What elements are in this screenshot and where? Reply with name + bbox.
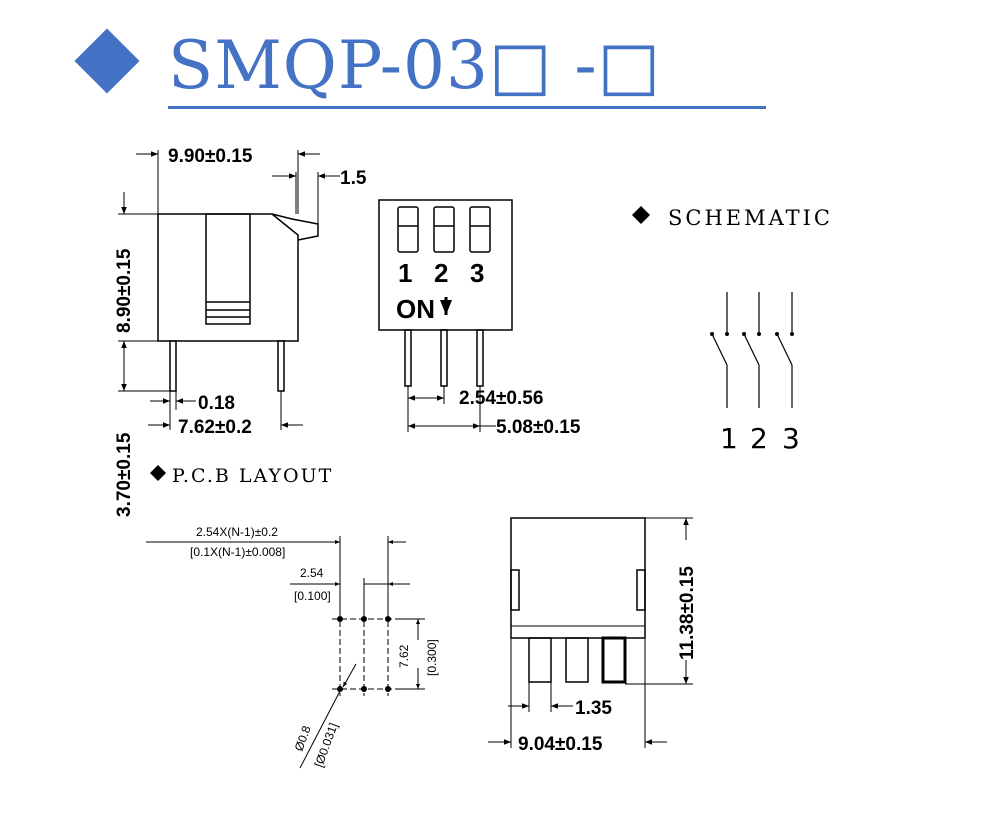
side-view (118, 150, 340, 430)
side-width-dim: 9.90±0.15 (168, 146, 253, 167)
side-pin-length-dim: 3.70±0.15 (114, 432, 135, 517)
front-switch-number-2: 2 (434, 258, 448, 288)
pcb-layout-label: P.C.B LAYOUT (172, 465, 333, 487)
top-height-dim: 11.38±0.15 (677, 566, 698, 660)
top-latch-left (510, 569, 520, 611)
top-slider-2 (565, 637, 589, 683)
front-pitch-dim: 2.54±0.56 (459, 388, 543, 409)
top-slider-3 (601, 636, 627, 684)
front-view (378, 199, 513, 432)
side-pin-width-dim: 0.18 (198, 393, 235, 414)
pcb-hole-dia-inch: [Ø0.031] (312, 721, 341, 769)
schematic-pin-1: 1 (720, 422, 738, 455)
schematic-diamond-icon (632, 206, 650, 224)
front-span-dim: 5.08±0.15 (496, 417, 581, 438)
front-pin-1 (404, 329, 412, 387)
schematic-pin-2: 2 (750, 422, 768, 455)
side-pin-spacing-dim: 7.62±0.2 (178, 417, 252, 438)
pcb-row-spacing: 7.62 (397, 644, 411, 668)
schematic-label: SCHEMATIC (668, 206, 833, 230)
top-width-dim: 9.04±0.15 (518, 734, 603, 755)
front-switch-number-3: 3 (470, 258, 484, 288)
top-view (488, 517, 693, 748)
pcb-pitch-formula: 2.54X(N-1)±0.2 (196, 525, 278, 539)
pcb-pitch-formula-inch: [0.1X(N-1)±0.008] (190, 545, 285, 559)
side-body-outline (157, 213, 299, 342)
side-actuator (271, 213, 319, 241)
title-underline (168, 106, 766, 109)
pcb-pitch: 2.54 (300, 566, 324, 580)
front-switch-2 (433, 206, 455, 253)
top-latch-right (636, 569, 646, 611)
front-switch-number-1: 1 (398, 258, 412, 288)
top-slider-1 (528, 637, 552, 683)
side-pin-left (169, 340, 177, 392)
side-window (205, 213, 251, 325)
front-switch-1 (397, 206, 419, 253)
side-pin-right (277, 340, 285, 392)
top-slot-dim: 1.35 (575, 698, 612, 719)
pcb-layout-drawing (146, 536, 425, 769)
page-title: SMQP-03□ -□ (168, 27, 661, 104)
schematic-pin-3: 3 (782, 422, 800, 455)
front-pin-2 (440, 329, 448, 387)
front-on-label: ON (396, 294, 435, 324)
schematic-symbol (711, 292, 793, 408)
side-height-dim: 8.90±0.15 (114, 248, 135, 333)
side-actuator-dim: 1.5 (340, 168, 367, 189)
pcb-diamond-icon (150, 465, 166, 481)
front-switch-3 (469, 206, 491, 253)
pcb-holes (337, 616, 391, 692)
pcb-pitch-inch: [0.100] (294, 589, 331, 603)
top-body (510, 517, 646, 639)
front-pin-3 (476, 329, 484, 387)
pcb-row-spacing-inch: [0.300] (425, 639, 439, 676)
schematic-contacts (710, 332, 794, 336)
title-block: SMQP-03□ -□ (74, 24, 766, 112)
